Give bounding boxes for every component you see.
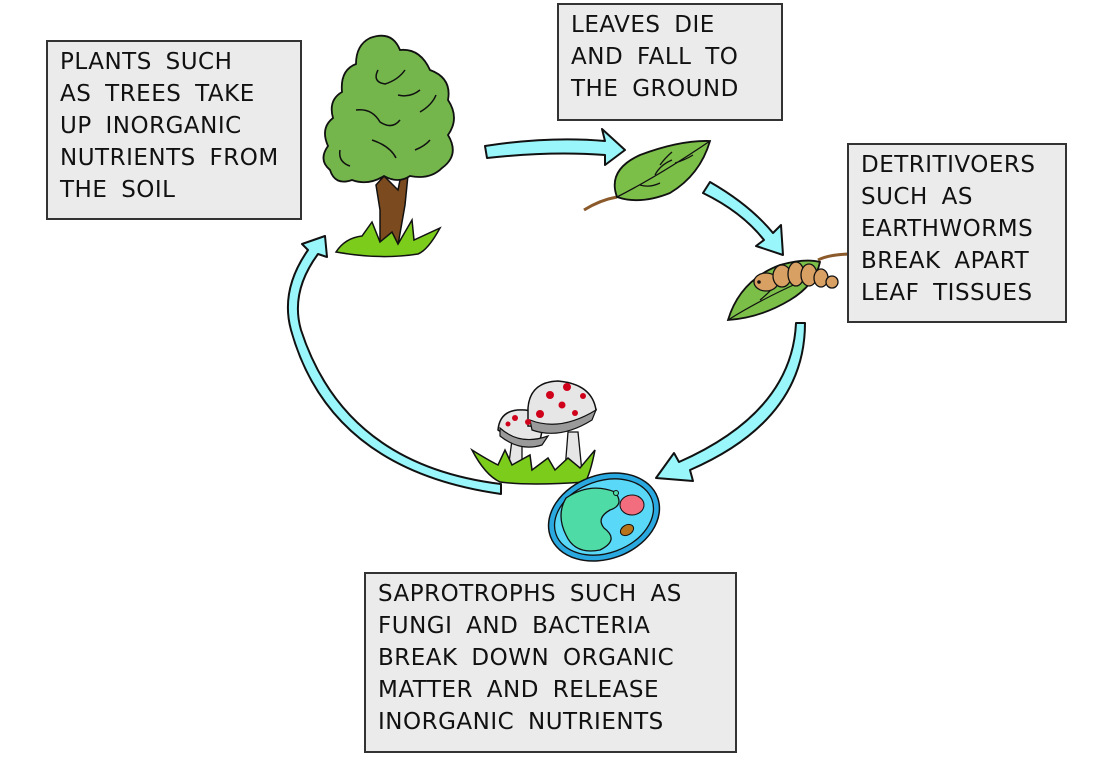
label-line: INORGANIC NUTRIENTS: [378, 709, 664, 735]
label-line: BREAK DOWN ORGANIC: [378, 645, 675, 671]
label-line: AND FALL TO: [571, 44, 739, 70]
label-line: BREAK APART: [861, 248, 1030, 274]
label-line: FUNGI AND BACTERIA: [378, 613, 651, 639]
label-line: MATTER AND RELEASE: [378, 677, 659, 703]
label-box-saprotrophs: SAPROTROPHS SUCH AS FUNGI AND BACTERIA B…: [364, 572, 737, 753]
label-line: AS TREES TAKE: [60, 81, 255, 107]
label-line: NUTRIENTS FROM: [60, 145, 279, 171]
label-line: UP INORGANIC: [60, 113, 242, 139]
arrow-detritivore-to-saprotroph: [655, 322, 806, 482]
arrow-tree-to-leaf: [484, 128, 626, 166]
label-box-leaves: LEAVES DIE AND FALL TO THE GROUND: [557, 3, 783, 121]
label-line: SAPROTROPHS SUCH AS: [378, 581, 682, 607]
label-line: THE GROUND: [571, 76, 739, 102]
label-line: DETRITIVOERS: [861, 152, 1036, 178]
label-box-detritivores: DETRITIVOERS SUCH AS EARTHWORMS BREAK AP…: [847, 143, 1067, 323]
worm-on-leaf-icon: [726, 252, 854, 321]
label-line: SUCH AS: [861, 184, 973, 210]
label-line: THE SOIL: [60, 177, 176, 203]
arrow-saprotroph-to-tree: [286, 235, 502, 495]
mushrooms-and-bacterium-icon: [470, 380, 661, 562]
tree-icon: [322, 34, 455, 258]
label-line: PLANTS SUCH: [60, 49, 233, 75]
bacterium-icon: [547, 472, 661, 562]
label-line: EARTHWORMS: [861, 216, 1034, 242]
label-line: LEAVES DIE: [571, 12, 715, 38]
label-line: LEAF TISSUES: [861, 280, 1033, 306]
leaf-icon: [583, 140, 712, 212]
label-box-plants: PLANTS SUCH AS TREES TAKE UP INORGANIC N…: [46, 40, 302, 220]
arrow-leaf-to-detritivore: [702, 181, 784, 256]
